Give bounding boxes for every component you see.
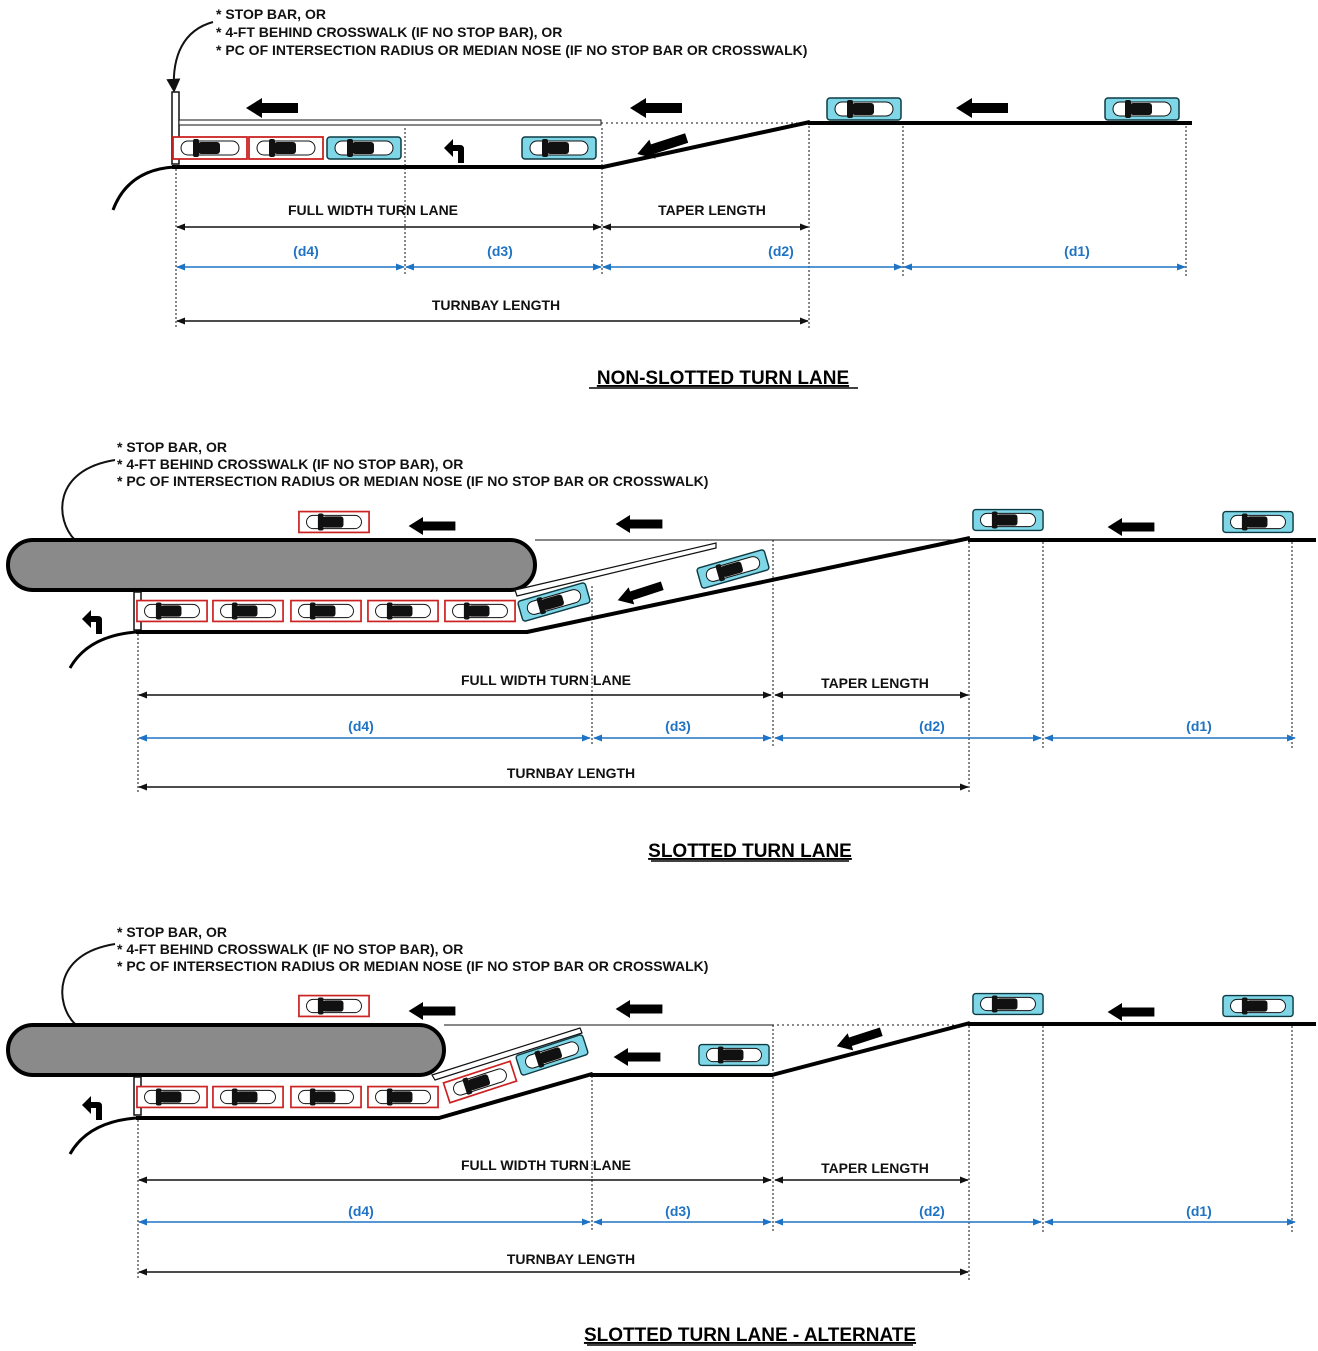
car-icon [290, 599, 362, 623]
taper-edge [602, 120, 811, 169]
car-icon [1222, 994, 1294, 1018]
note-line-2: * 4-FT BEHIND CROSSWALK (IF NO STOP BAR)… [216, 24, 562, 40]
taper-edge [771, 1021, 971, 1077]
car-icon [136, 1085, 208, 1109]
label-turnbay-length: TURNBAY LENGTH [507, 765, 635, 781]
arrow-left-icon [408, 517, 456, 535]
label-d3: (d3) [487, 243, 513, 259]
arrow-left-icon [613, 1048, 661, 1066]
leader-arrow-icon [166, 21, 214, 93]
taper-edge [526, 536, 971, 634]
car-icon [212, 599, 284, 623]
label-d3: (d3) [665, 718, 691, 734]
arrow-left-icon [615, 1000, 663, 1018]
label-taper-length: TAPER LENGTH [821, 1160, 929, 1176]
car-icon [826, 97, 902, 121]
car-icon [172, 136, 248, 160]
car-icon [326, 136, 402, 160]
intersection-radius [68, 1116, 137, 1155]
label-full-width-turn-lane: FULL WIDTH TURN LANE [461, 1157, 631, 1173]
label-d1: (d1) [1186, 1203, 1212, 1219]
car-icon [367, 599, 439, 623]
label-turnbay-length: TURNBAY LENGTH [507, 1251, 635, 1267]
arrow-left-icon [833, 1023, 885, 1055]
arrow-left-icon [630, 98, 682, 118]
note-line-3: * PC OF INTERSECTION RADIUS OR MEDIAN NO… [117, 958, 708, 974]
car-icon [136, 599, 208, 623]
label-d4: (d4) [293, 243, 319, 259]
note-line-3: * PC OF INTERSECTION RADIUS OR MEDIAN NO… [117, 473, 708, 489]
title-non-slotted: NON-SLOTTED TURN LANE [597, 368, 849, 389]
car-icon [972, 508, 1044, 532]
car-icon [521, 136, 597, 160]
intersection-radius [68, 630, 137, 669]
car-icon [444, 599, 516, 623]
arrow-left-icon [1107, 1003, 1155, 1021]
label-d3: (d3) [665, 1203, 691, 1219]
car-icon [212, 1085, 284, 1109]
taper-edge [438, 1072, 593, 1120]
car-icon [298, 994, 370, 1018]
note-line-1: * STOP BAR, OR [216, 6, 326, 22]
label-d2: (d2) [919, 718, 945, 734]
panel-slotted: * STOP BAR, OR * 4-FT BEHIND CROSSWALK (… [6, 439, 1316, 862]
car-icon [972, 992, 1044, 1016]
label-d1: (d1) [1064, 243, 1090, 259]
car-icon [1222, 510, 1294, 534]
slot-divider [431, 1027, 583, 1081]
car-icon [298, 510, 370, 534]
note-line-1: * STOP BAR, OR [117, 924, 227, 940]
intersection-radius [111, 165, 175, 211]
car-icon [290, 1085, 362, 1109]
label-full-width-turn-lane: FULL WIDTH TURN LANE [288, 202, 458, 218]
label-d4: (d4) [348, 718, 374, 734]
label-taper-length: TAPER LENGTH [658, 202, 766, 218]
turn-left-arrow-icon [82, 1096, 102, 1120]
turn-left-arrow-icon [82, 610, 102, 634]
label-d1: (d1) [1186, 718, 1212, 734]
lane-divider [178, 119, 602, 126]
slot-divider [514, 542, 717, 597]
stop-bar [171, 91, 180, 165]
title-slotted: SLOTTED TURN LANE [648, 841, 852, 862]
arrow-left-icon [408, 1002, 456, 1020]
arrow-left-icon [246, 98, 298, 118]
panel-non-slotted: * STOP BAR, OR * 4-FT BEHIND CROSSWALK (… [111, 6, 1192, 389]
title-slotted-alternate: SLOTTED TURN LANE - ALTERNATE [584, 1325, 916, 1346]
arrow-left-icon [615, 515, 663, 533]
label-d4: (d4) [348, 1203, 374, 1219]
median [6, 1023, 446, 1077]
label-d2: (d2) [768, 243, 794, 259]
car-icon [1104, 97, 1180, 121]
label-taper-length: TAPER LENGTH [821, 675, 929, 691]
panel-slotted-alternate: * STOP BAR, OR * 4-FT BEHIND CROSSWALK (… [6, 924, 1316, 1346]
note-line-1: * STOP BAR, OR [117, 439, 227, 455]
note-line-3: * PC OF INTERSECTION RADIUS OR MEDIAN NO… [216, 42, 807, 58]
label-turnbay-length: TURNBAY LENGTH [432, 297, 560, 313]
car-icon [248, 136, 324, 160]
median [6, 538, 537, 592]
turn-left-arrow-icon [444, 139, 464, 163]
label-d2: (d2) [919, 1203, 945, 1219]
car-icon [367, 1085, 439, 1109]
label-full-width-turn-lane: FULL WIDTH TURN LANE [461, 672, 631, 688]
note-line-2: * 4-FT BEHIND CROSSWALK (IF NO STOP BAR)… [117, 941, 463, 957]
arrow-left-icon [956, 98, 1008, 118]
car-icon [698, 1043, 770, 1067]
arrow-left-icon [1107, 518, 1155, 536]
note-line-2: * 4-FT BEHIND CROSSWALK (IF NO STOP BAR)… [117, 456, 463, 472]
